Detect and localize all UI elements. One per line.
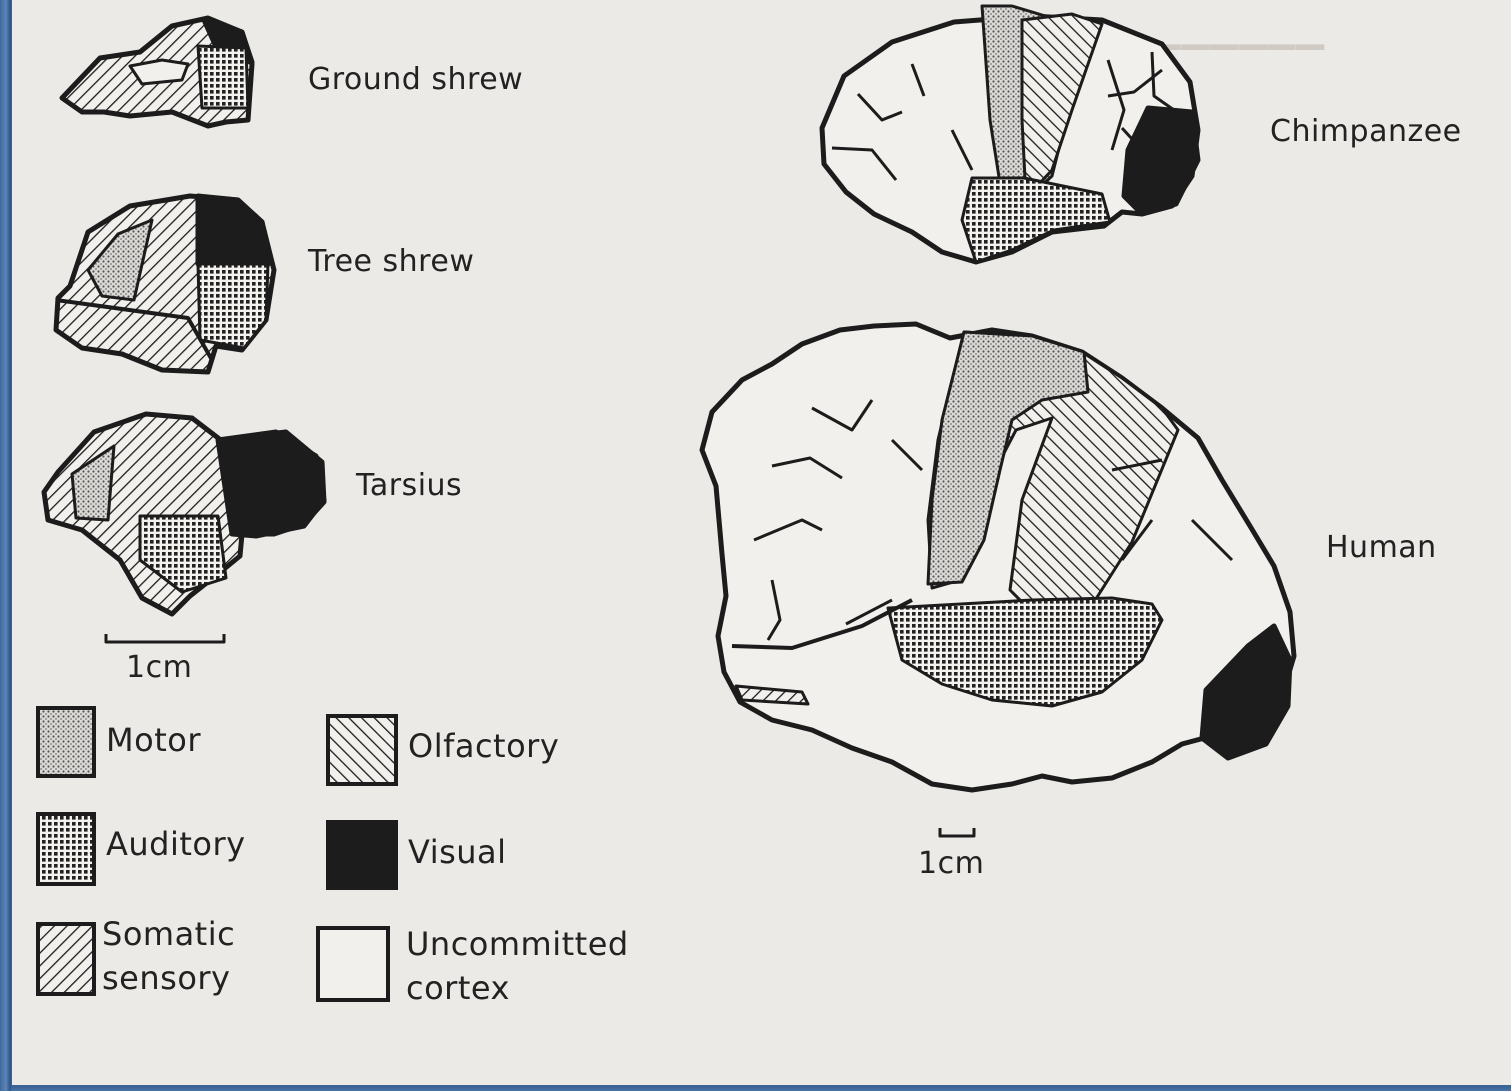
legend-label-uncommitted-line2: cortex — [406, 966, 510, 1010]
tarsius-brain — [44, 414, 324, 614]
scanned-page: ▁▁▁▁▁▁▁▁▁▁▁▁▁ — [12, 0, 1511, 1085]
scale-label-left: 1cm — [126, 650, 192, 685]
legend-swatch-somatic — [38, 924, 94, 994]
scale-label-right: 1cm — [918, 846, 984, 881]
label-ground-shrew: Ground shrew — [308, 62, 523, 97]
chimpanzee-brain — [822, 6, 1198, 262]
legend-label-somatic-line1: Somatic — [102, 912, 235, 956]
legend-swatch-visual — [328, 822, 396, 888]
legend-label-motor: Motor — [106, 718, 201, 762]
scale-bar-right — [940, 828, 974, 836]
legend-swatch-motor — [38, 708, 94, 776]
label-tarsius: Tarsius — [356, 468, 462, 503]
human-brain — [702, 324, 1294, 790]
brain-diagram — [12, 0, 1511, 1085]
legend-label-auditory: Auditory — [106, 822, 246, 866]
legend-label-olfactory: Olfactory — [408, 724, 559, 768]
ground-shrew-brain — [62, 18, 252, 126]
scale-bar-left — [106, 634, 224, 642]
legend-swatch-auditory — [38, 814, 94, 884]
legend-label-uncommitted-line1: Uncommitted — [406, 922, 629, 966]
legend-swatch-uncommitted — [318, 928, 388, 1000]
label-human: Human — [1326, 530, 1437, 565]
legend-label-visual: Visual — [408, 830, 507, 874]
tree-shrew-brain — [56, 196, 274, 372]
label-tree-shrew: Tree shrew — [308, 244, 474, 279]
label-chimpanzee: Chimpanzee — [1270, 114, 1462, 149]
legend-label-somatic-line2: sensory — [102, 956, 230, 1000]
legend-swatch-olfactory — [328, 716, 396, 784]
